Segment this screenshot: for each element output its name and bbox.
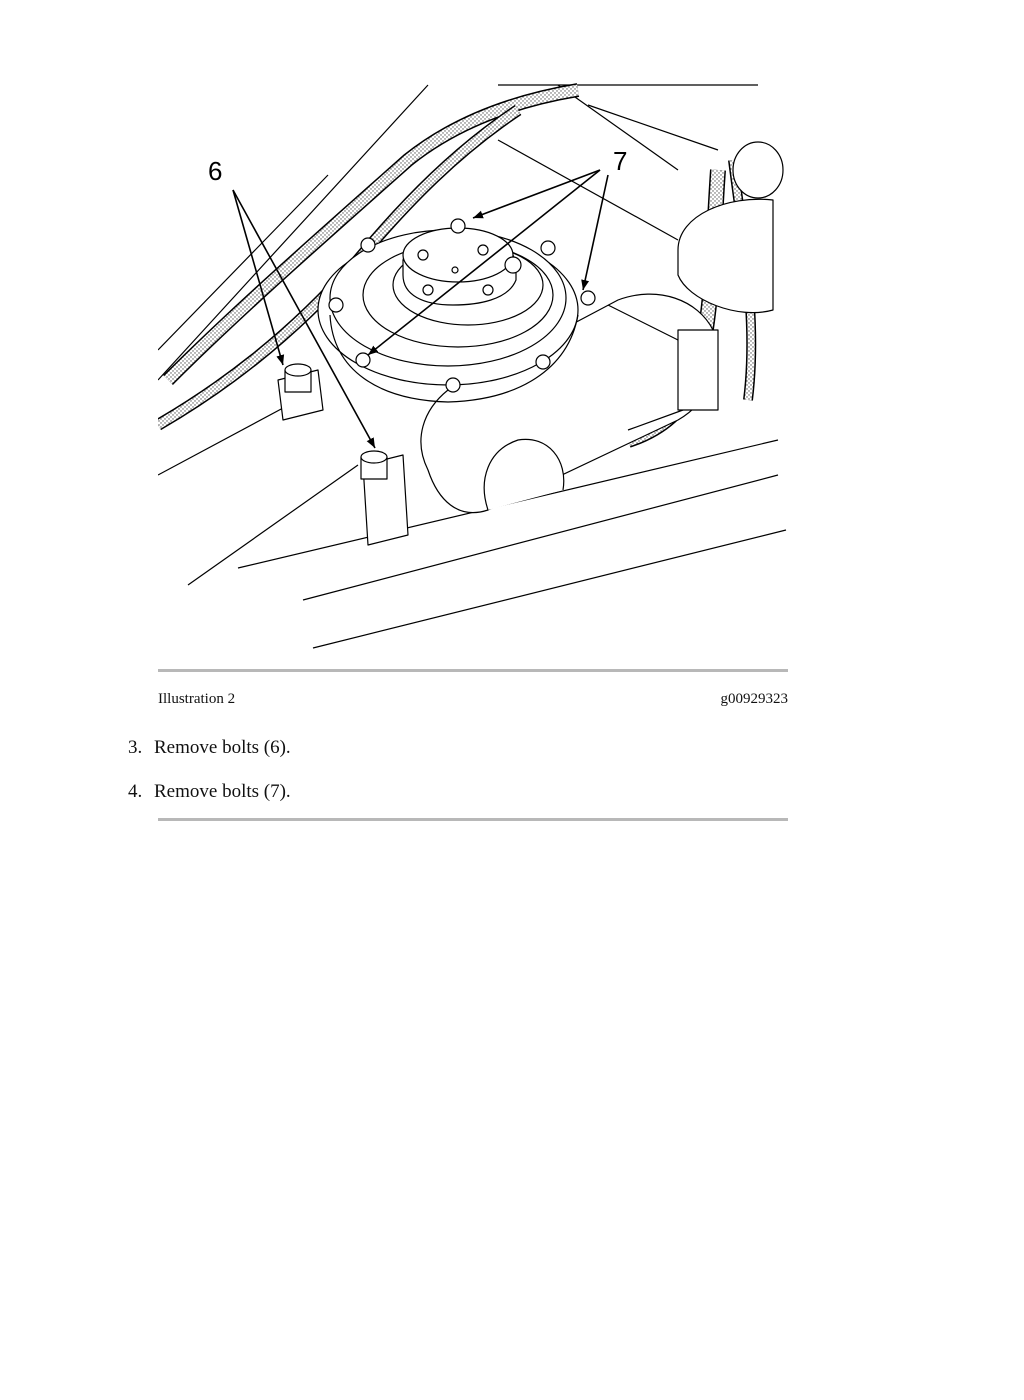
caption-top-rule: [158, 669, 788, 672]
step-3: 3. Remove bolts (6).: [128, 737, 291, 759]
step-number: 3.: [128, 737, 143, 758]
illustration-label: Illustration 2: [158, 691, 236, 707]
step-text: Remove bolts (6).: [154, 737, 291, 758]
illustration-2-figure: 6 7: [158, 80, 788, 655]
step-number: 4.: [128, 781, 143, 802]
line-drawing: 6 7: [158, 83, 787, 649]
step-text: Remove bolts (7).: [154, 781, 291, 802]
callout-6: 6: [208, 156, 222, 186]
step-4: 4. Remove bolts (7).: [128, 781, 291, 803]
callout-7: 7: [613, 146, 627, 176]
figure-caption: Illustration 2 g00929323: [158, 691, 788, 708]
section-bottom-rule: [158, 818, 788, 821]
illustration-code: g00929323: [720, 691, 789, 707]
